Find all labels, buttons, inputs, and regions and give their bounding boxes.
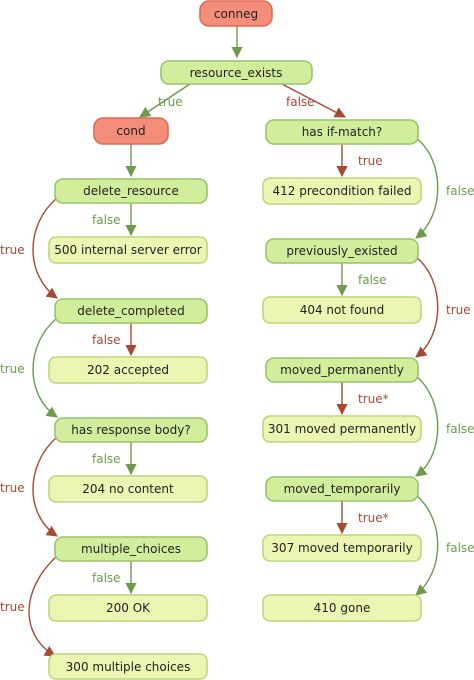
node-label: resource_exists	[190, 66, 283, 80]
node-label: delete_resource	[83, 184, 179, 198]
node-delete-resource: delete_resource	[54, 178, 208, 204]
label-true: true	[0, 481, 25, 495]
label-false: false	[446, 422, 474, 436]
node-multiple-choices: multiple_choices	[54, 536, 208, 562]
node-label: moved_permanently	[280, 363, 404, 377]
label-true: true	[358, 154, 383, 168]
node-label: has response body?	[71, 423, 190, 437]
label-false: false	[92, 571, 121, 585]
label-true: true	[446, 303, 471, 317]
node-label: delete_completed	[77, 304, 184, 318]
node-200-ok: 200 OK	[48, 594, 208, 622]
node-label: 204 no content	[82, 482, 174, 496]
node-412-precondition-failed: 412 precondition failed	[262, 177, 422, 205]
node-307-moved-temporarily: 307 moved temporarily	[262, 534, 422, 562]
label-false: false	[92, 213, 121, 227]
edge-moved-temporarily-410	[415, 494, 439, 596]
node-cond: cond	[93, 117, 169, 145]
label-true: true	[158, 95, 183, 109]
edge-delete-resource-delete-completed	[32, 197, 58, 299]
label-false: false	[358, 273, 387, 287]
label-true: true	[0, 600, 25, 614]
node-has-if-match: has if-match?	[265, 119, 419, 145]
node-label: 410 gone	[314, 601, 371, 615]
node-500-internal-server-error: 500 internal server error	[48, 236, 208, 264]
label-false: false	[92, 452, 121, 466]
node-label: 200 OK	[106, 601, 151, 615]
node-delete-completed: delete_completed	[54, 298, 208, 324]
label-true-star: true*	[358, 511, 389, 525]
node-conneg: conneg	[199, 0, 273, 27]
edge-resource-exists-has-if-match	[281, 83, 346, 118]
node-label: has if-match?	[302, 125, 383, 139]
node-label: 307 moved temporarily	[271, 541, 412, 555]
label-false: false	[286, 95, 315, 109]
node-410-gone: 410 gone	[262, 594, 422, 622]
label-false: false	[446, 184, 474, 198]
node-label: cond	[116, 124, 145, 138]
node-previously-existed: previously_existed	[265, 238, 419, 264]
edge-has-response-body-multiple-choices	[32, 436, 58, 537]
node-label: 202 accepted	[87, 363, 169, 377]
label-true-star: true*	[358, 392, 389, 406]
node-label: 404 not found	[300, 303, 385, 317]
edge-previously-existed-moved-permanently	[415, 256, 439, 358]
edge-moved-permanently-moved-temporarily	[415, 375, 439, 477]
node-resource-exists: resource_exists	[160, 60, 313, 85]
edge-multiple-choices-300	[28, 555, 58, 657]
node-label: 301 moved permanently	[268, 422, 416, 436]
node-moved-permanently: moved_permanently	[265, 357, 419, 383]
node-moved-temporarily: moved_temporarily	[265, 476, 419, 502]
node-label: 300 multiple choices	[66, 660, 191, 674]
edge-has-if-match-previously-existed	[415, 137, 439, 239]
node-301-moved-permanently: 301 moved permanently	[262, 415, 422, 443]
label-true: true	[0, 243, 25, 257]
label-false: false	[446, 541, 474, 555]
node-has-response-body: has response body?	[54, 417, 208, 443]
node-204-no-content: 204 no content	[48, 475, 208, 503]
node-label: moved_temporarily	[284, 482, 401, 496]
node-404-not-found: 404 not found	[262, 296, 422, 324]
edge-delete-completed-has-response-body	[32, 317, 58, 418]
label-false: false	[92, 333, 121, 347]
node-label: 500 internal server error	[54, 243, 201, 257]
node-label: 412 precondition failed	[273, 184, 412, 198]
node-label: previously_existed	[286, 244, 397, 258]
node-300-multiple-choices: 300 multiple choices	[48, 653, 208, 680]
edge-resource-exists-cond	[139, 83, 191, 118]
node-label: multiple_choices	[81, 542, 181, 556]
node-202-accepted: 202 accepted	[48, 356, 208, 384]
label-true: true	[0, 362, 25, 376]
node-label: conneg	[214, 7, 258, 21]
